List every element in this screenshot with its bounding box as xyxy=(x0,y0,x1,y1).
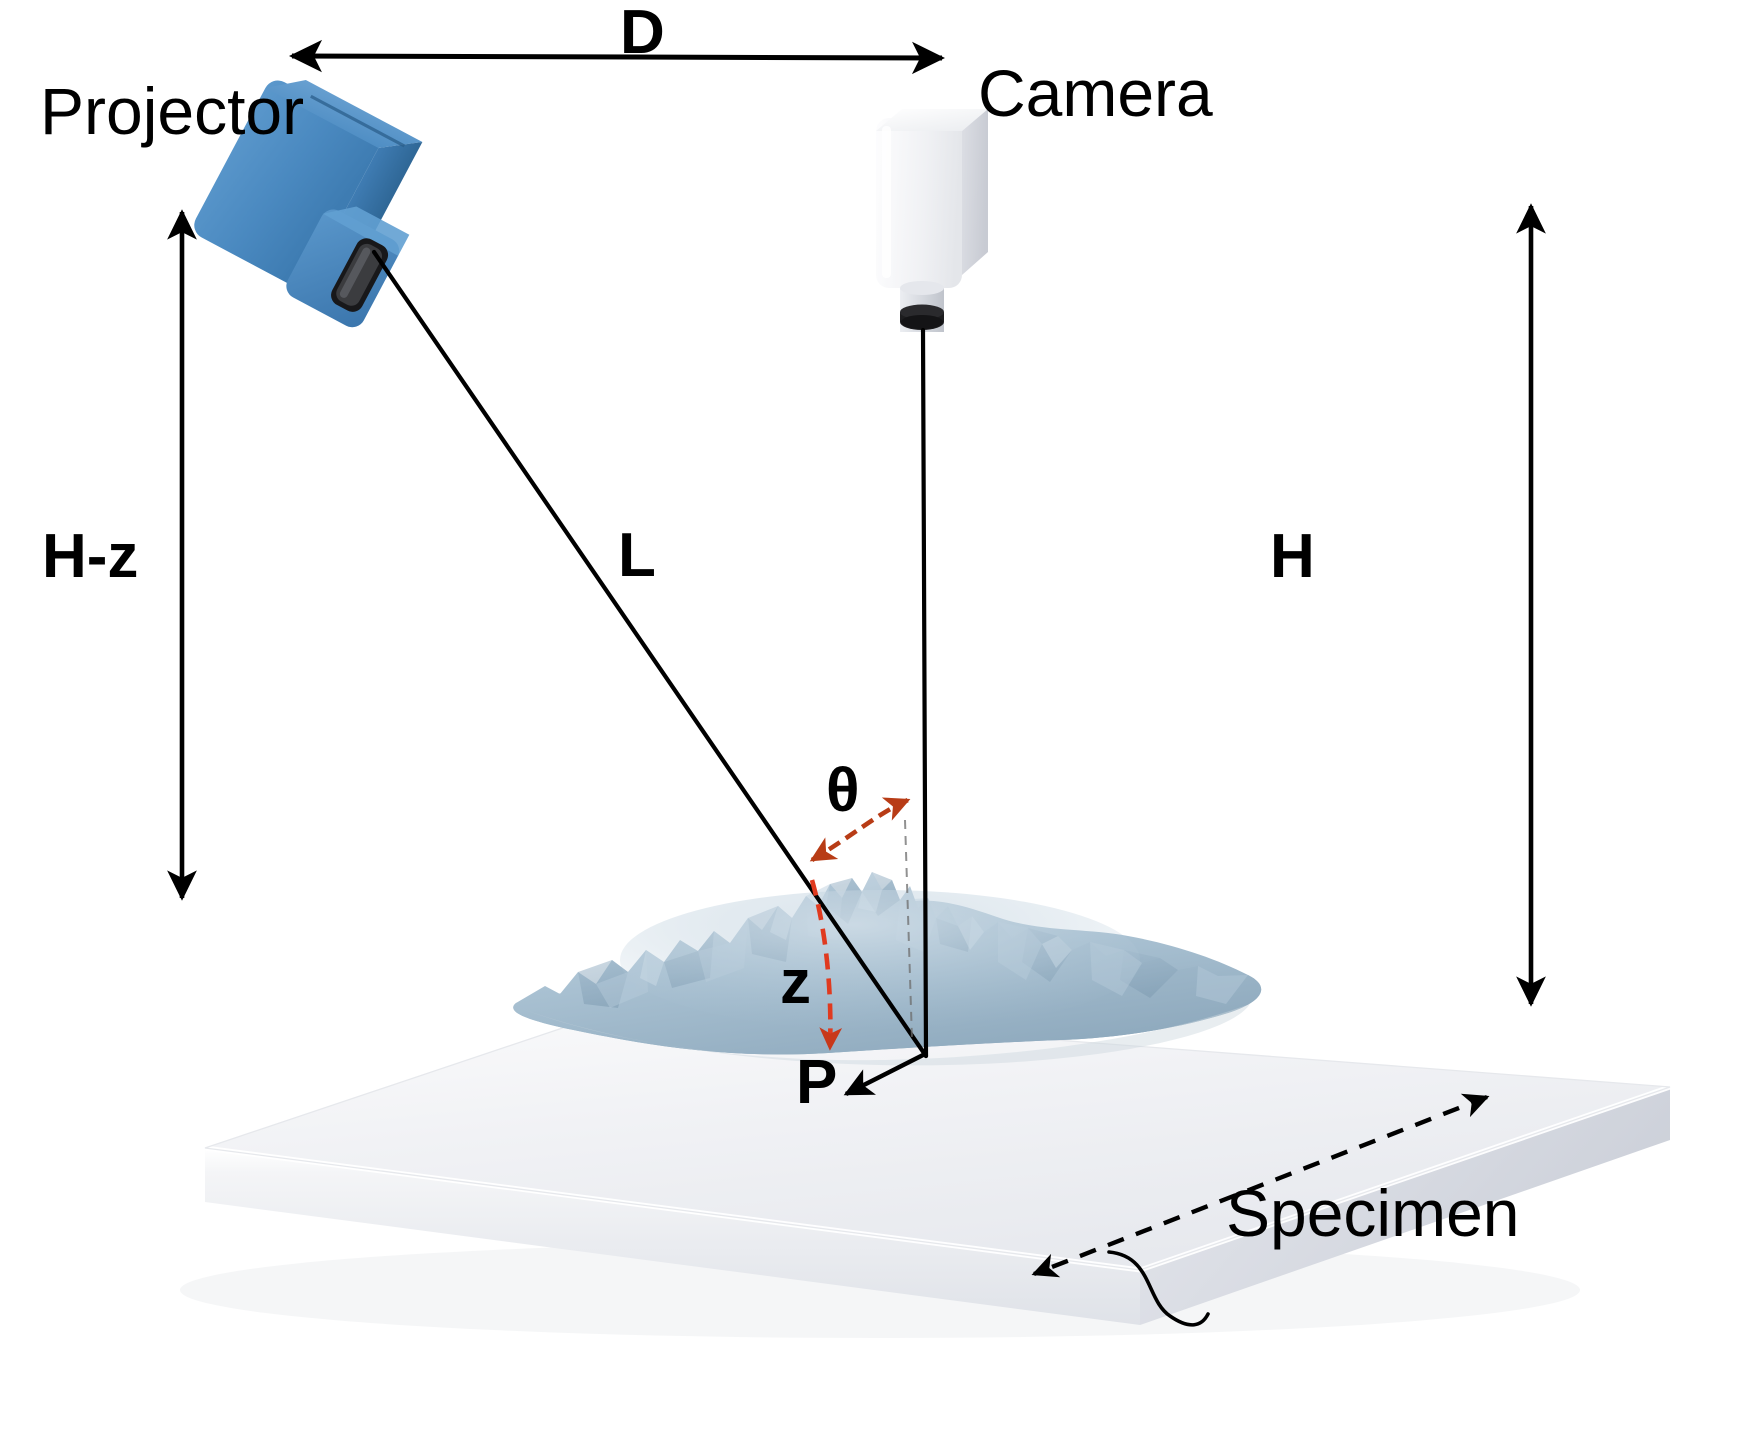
depth-label-z: z xyxy=(780,948,811,1017)
dimension-label-l: L xyxy=(618,521,656,590)
projector-device xyxy=(194,80,423,328)
dimension-arrow-d xyxy=(289,39,945,75)
angle-label-theta: θ xyxy=(826,756,860,825)
depth-arrow-z xyxy=(809,879,843,1051)
camera-device xyxy=(876,109,988,332)
dimension-label-h-minus-z: H-z xyxy=(42,522,139,591)
specimen-leader-line xyxy=(1107,1250,1210,1327)
camera-axis-line xyxy=(920,327,929,1059)
point-leader-arrow-p xyxy=(843,1051,928,1096)
specimen-edge-dimension-arrow xyxy=(1031,1093,1490,1278)
projector-ray-line xyxy=(371,249,929,1059)
point-label-p: P xyxy=(796,1048,838,1117)
specimen-label: Specimen xyxy=(1226,1176,1520,1250)
camera-label: Camera xyxy=(978,56,1213,130)
angle-arc-theta xyxy=(809,797,911,862)
specimen-terrain xyxy=(513,872,1262,1066)
projector-label: Projector xyxy=(40,74,305,148)
dimension-label-h: H xyxy=(1270,522,1315,591)
dimension-label-d: D xyxy=(620,0,665,67)
